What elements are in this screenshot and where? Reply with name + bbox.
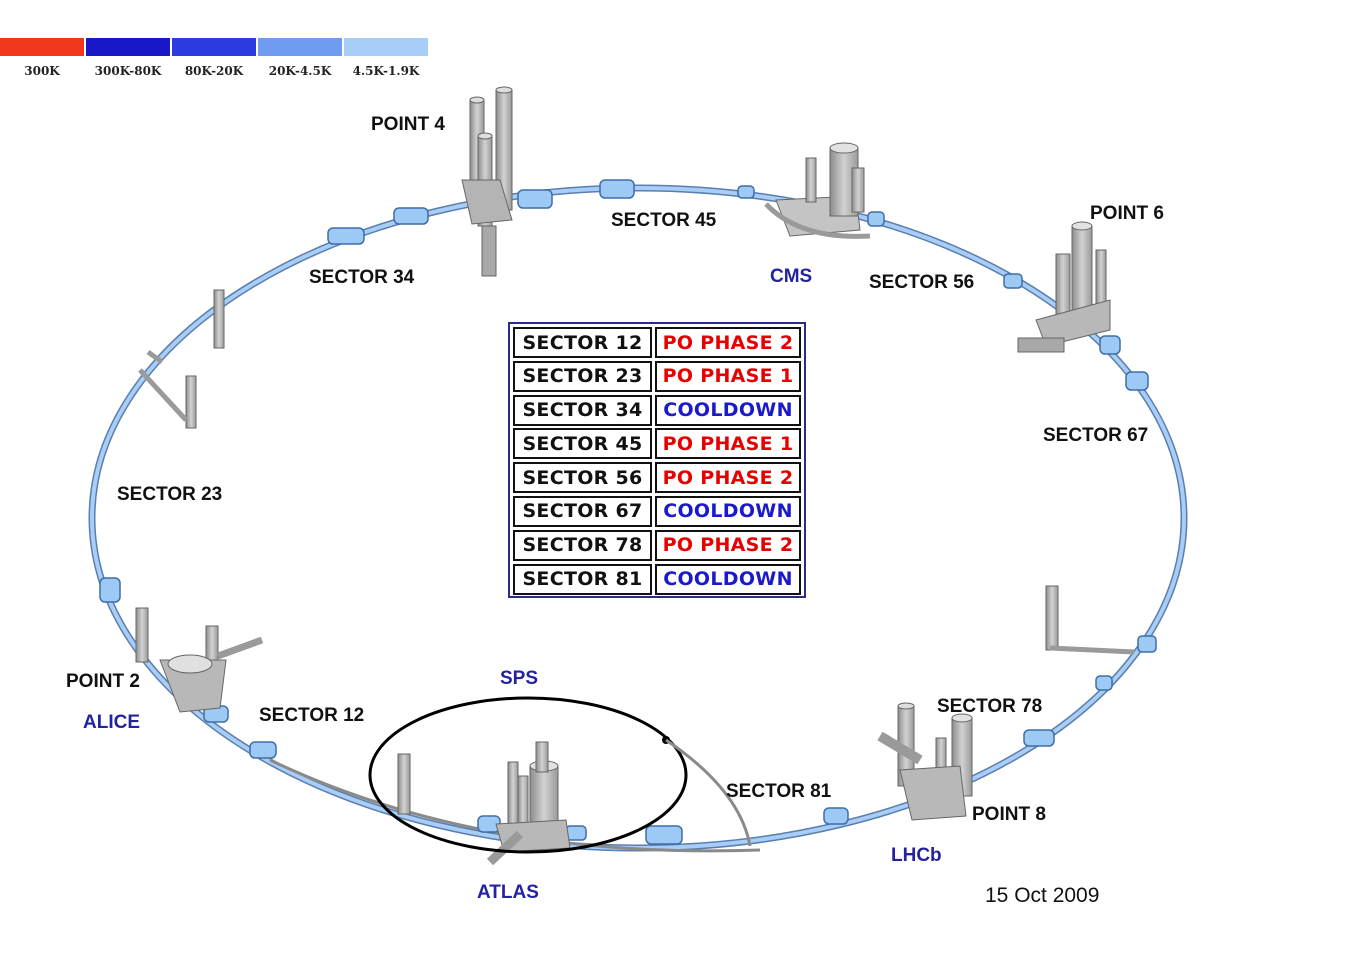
sps-ring — [368, 696, 688, 854]
point8-structure — [877, 702, 973, 821]
status-row: SECTOR 67 COOLDOWN — [513, 495, 801, 527]
sector-cell: SECTOR 12 — [513, 327, 653, 358]
atlas-label: ATLAS — [477, 882, 539, 903]
legend-label: 80K-20K — [184, 64, 244, 78]
status-cell: PO PHASE 2 — [655, 529, 801, 561]
status-cell: COOLDOWN — [655, 495, 801, 527]
sector-cell: SECTOR 81 — [513, 563, 653, 595]
status-row: SECTOR 78 PO PHASE 2 — [513, 529, 801, 561]
status-cell: PO PHASE 1 — [655, 360, 801, 392]
sector12-label: SECTOR 12 — [259, 705, 365, 726]
sector-cell: SECTOR 45 — [513, 428, 653, 460]
point2-structure — [135, 607, 264, 713]
sector-cell: SECTOR 78 — [513, 529, 653, 561]
status-cell: COOLDOWN — [655, 394, 801, 426]
temperature-legend-labels: 300K 300K-80K 80K-20K 20K-4.5K 4.5K-1.9K — [0, 64, 430, 80]
legend-label: 4.5K-1.9K — [352, 64, 420, 78]
status-cell: COOLDOWN — [655, 563, 801, 595]
service-shafts — [185, 289, 1059, 815]
point2-label: POINT 2 — [66, 671, 140, 692]
status-row: SECTOR 12 PO PHASE 2 — [513, 327, 801, 358]
status-row: SECTOR 45 PO PHASE 1 — [513, 428, 801, 460]
sector-cell: SECTOR 23 — [513, 360, 653, 392]
sector81-label: SECTOR 81 — [726, 781, 832, 802]
point8-label: POINT 8 — [972, 804, 1046, 825]
sector23-label: SECTOR 23 — [117, 484, 223, 505]
sector-cell: SECTOR 34 — [513, 394, 653, 426]
sector-cell: SECTOR 56 — [513, 462, 653, 494]
sector-status-table: SECTOR 12 PO PHASE 2 SECTOR 23 PO PHASE … — [508, 322, 806, 598]
sector34-label: SECTOR 34 — [309, 267, 415, 288]
sector-cell: SECTOR 67 — [513, 495, 653, 527]
point4-label: POINT 4 — [371, 114, 445, 135]
cms-structure — [764, 142, 871, 239]
cms-label: CMS — [770, 266, 813, 287]
sps-transfer-line — [665, 738, 752, 847]
temperature-legend — [0, 38, 430, 56]
status-row: SECTOR 34 COOLDOWN — [513, 394, 801, 426]
legend-swatch-300k — [0, 38, 84, 56]
status-row: SECTOR 23 PO PHASE 1 — [513, 360, 801, 392]
transfer-line — [269, 758, 761, 853]
legend-label: 300K — [24, 64, 60, 78]
point6-label: POINT 6 — [1090, 203, 1164, 224]
sector56-label: SECTOR 56 — [869, 272, 975, 293]
status-row: SECTOR 81 COOLDOWN — [513, 563, 801, 595]
sector67-label: SECTOR 67 — [1043, 425, 1149, 446]
legend-swatch-20k-4.5k — [258, 38, 342, 56]
alice-label: ALICE — [83, 712, 140, 733]
service-connectors — [138, 349, 1135, 655]
cryo-segments — [99, 179, 1157, 845]
legend-label: 20K-4.5K — [268, 64, 332, 78]
date-label: 15 Oct 2009 — [985, 884, 1100, 907]
sector45-label: SECTOR 45 — [611, 210, 717, 231]
point6-structure — [1017, 221, 1111, 353]
status-cell: PO PHASE 2 — [655, 327, 801, 358]
status-row: SECTOR 56 PO PHASE 2 — [513, 462, 801, 494]
lhcb-label: LHCb — [891, 845, 942, 866]
sps-label: SPS — [500, 668, 539, 689]
legend-swatch-300k-80k — [86, 38, 170, 56]
legend-swatch-80k-20k — [172, 38, 256, 56]
atlas-structure — [486, 741, 571, 866]
legend-swatch-4.5k-1.9k — [344, 38, 428, 56]
sector78-label: SECTOR 78 — [937, 696, 1043, 717]
point4-structure — [461, 86, 513, 277]
status-cell: PO PHASE 2 — [655, 462, 801, 494]
legend-label: 300K-80K — [94, 64, 162, 78]
status-cell: PO PHASE 1 — [655, 428, 801, 460]
